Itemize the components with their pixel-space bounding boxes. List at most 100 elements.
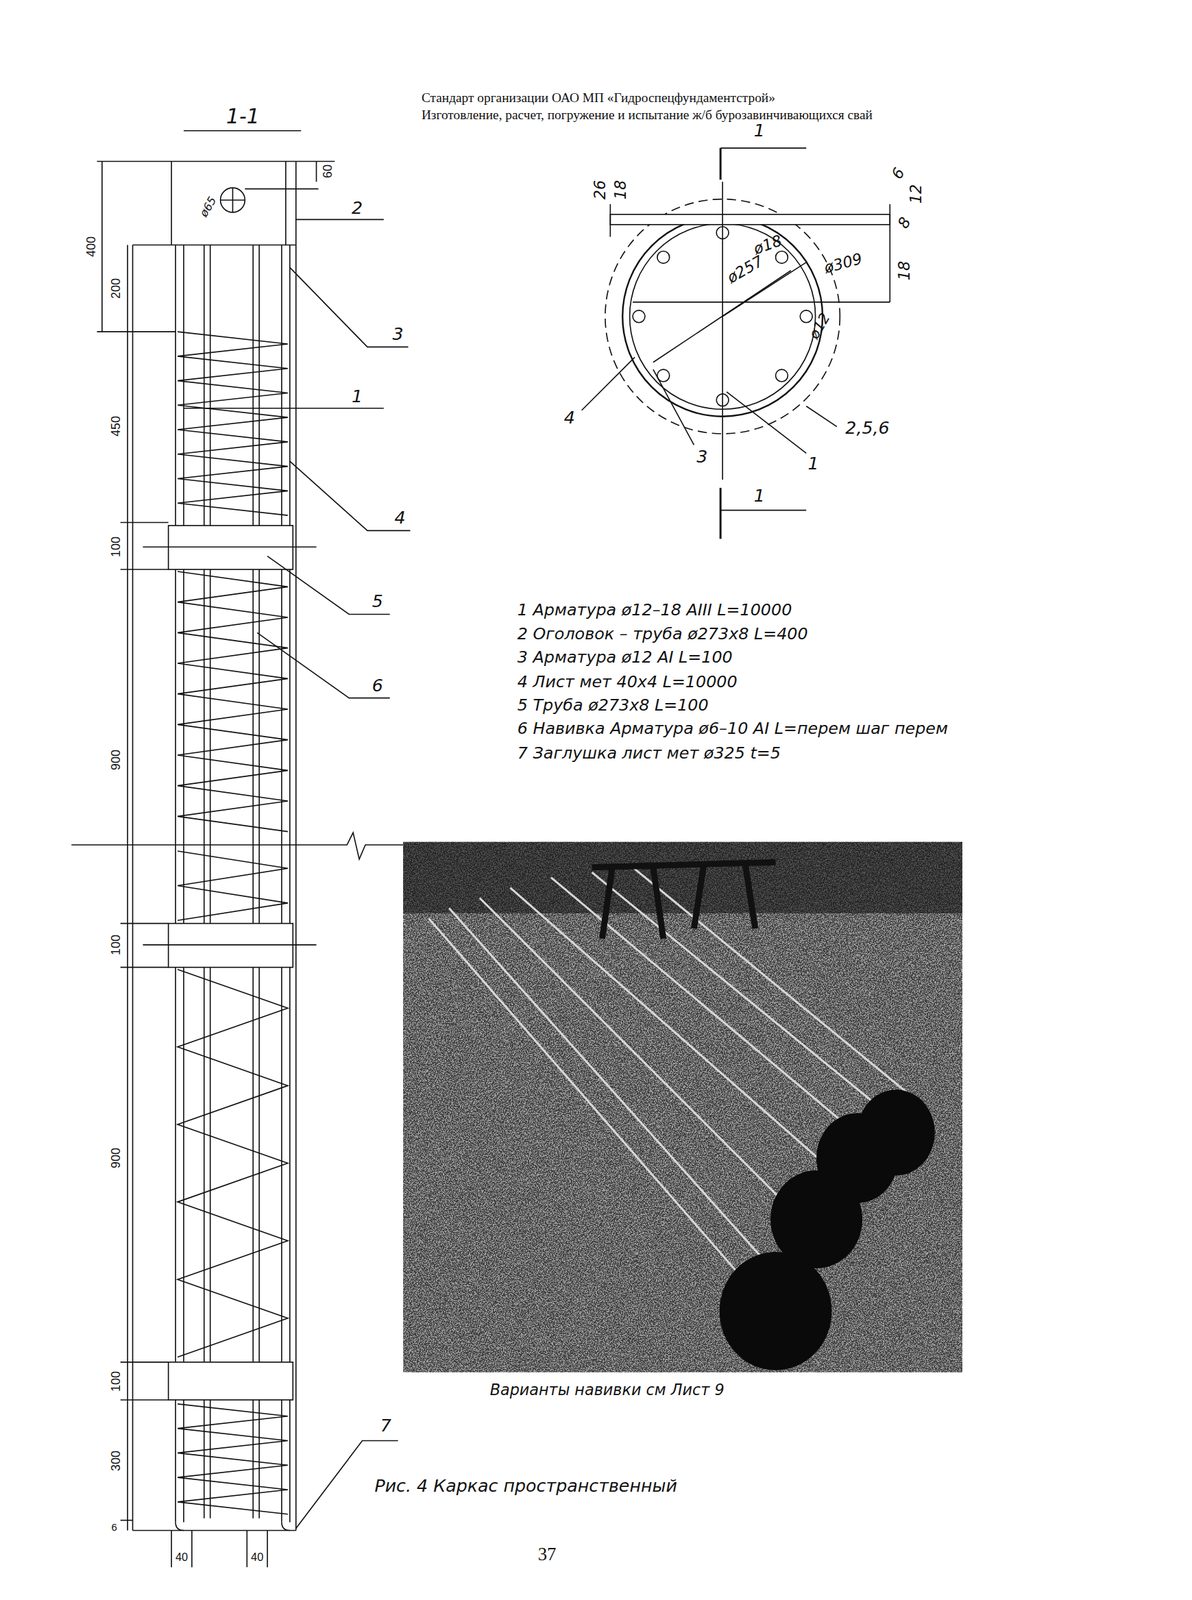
drawing-part bbox=[653, 867, 664, 940]
section-mark bbox=[719, 488, 722, 539]
outline bbox=[132, 1530, 297, 1532]
callout-number: 6 bbox=[372, 676, 384, 696]
callout-number: 4 bbox=[394, 508, 406, 528]
drawing-part bbox=[592, 872, 899, 1123]
rebar bbox=[258, 245, 260, 1519]
leader-line bbox=[296, 219, 384, 221]
dimension-label: 6 bbox=[888, 165, 908, 183]
outline bbox=[295, 161, 297, 1531]
drawing-part bbox=[719, 1252, 833, 1371]
parts-list-line: 3 Арматура ø12 AI L=100 bbox=[517, 648, 733, 667]
callout-number: 1 bbox=[351, 387, 363, 407]
dimension-label: 18 bbox=[612, 180, 630, 200]
dimension-line bbox=[170, 1531, 173, 1569]
dimension-label: 200 bbox=[109, 278, 124, 299]
dimension-line bbox=[96, 331, 176, 333]
drawing-part bbox=[632, 867, 919, 1103]
dimension-line bbox=[244, 188, 319, 190]
callout-number: 4 bbox=[564, 409, 576, 429]
hole bbox=[220, 199, 246, 201]
dimension-label: 40 bbox=[175, 1551, 188, 1564]
rebar-section bbox=[716, 394, 729, 407]
spiral-winding bbox=[177, 571, 288, 833]
photo-ground bbox=[403, 842, 963, 1373]
sawhorse bbox=[592, 862, 776, 940]
dimension-line bbox=[120, 1361, 169, 1364]
figure-caption: Рис. 4 Каркас пространственный bbox=[374, 1477, 678, 1497]
leader-line bbox=[653, 369, 695, 445]
callout-number: 2 bbox=[351, 198, 363, 218]
leader-line bbox=[806, 406, 837, 428]
spiral-winding bbox=[177, 331, 288, 1515]
callout-number: 5 bbox=[372, 592, 384, 613]
head-tube bbox=[170, 161, 173, 245]
spiral-winding bbox=[177, 969, 288, 1358]
end-plates bbox=[719, 1089, 935, 1371]
parts-list-line: 1 Арматура ø12–18 AIII L=10000 bbox=[517, 601, 792, 619]
rebar-section bbox=[775, 369, 789, 382]
leader-line bbox=[726, 392, 807, 454]
photo-grain bbox=[403, 842, 963, 1373]
dimension-line bbox=[315, 161, 318, 182]
rebar-section bbox=[632, 226, 813, 407]
leader-line bbox=[581, 357, 635, 410]
dimension-line bbox=[126, 245, 129, 1532]
dimension-label: 450 bbox=[109, 416, 124, 437]
drawing-part bbox=[551, 878, 868, 1144]
dimension-label: ø65 bbox=[197, 194, 219, 220]
drawing-part bbox=[428, 918, 776, 1317]
head-tube bbox=[285, 161, 287, 245]
rebar bbox=[174, 245, 177, 1524]
dimension-label: 100 bbox=[109, 934, 124, 956]
drawing-part bbox=[509, 888, 847, 1185]
callout-number: 3 bbox=[696, 447, 708, 467]
dimension-label: 400 bbox=[84, 236, 99, 258]
rebar bbox=[183, 245, 185, 1524]
rebar bbox=[209, 245, 212, 1519]
dimension-line bbox=[191, 1531, 193, 1569]
header-text: Стандарт организации ОАО МП «Гидроспецфу… bbox=[421, 90, 776, 105]
cage-rods bbox=[428, 867, 919, 1317]
dimension-label: 6 bbox=[111, 1522, 118, 1534]
dimension-label: 12 bbox=[906, 184, 924, 204]
drawing-part bbox=[745, 862, 756, 929]
dimension-line bbox=[889, 204, 891, 303]
band bbox=[168, 1362, 294, 1401]
note-text: Варианты навивки см Лист 9 bbox=[490, 1381, 725, 1400]
photo-shadow bbox=[403, 842, 963, 914]
leader-line bbox=[183, 407, 384, 410]
callout-number: 7 bbox=[380, 1417, 392, 1437]
parts-list-line: 7 Заглушка лист мет ø325 t=5 bbox=[517, 744, 781, 763]
band-axis bbox=[142, 546, 316, 548]
dimension-label: ø12 bbox=[806, 311, 833, 343]
dimension-line bbox=[120, 522, 169, 524]
dimension-label: ø257 bbox=[723, 252, 766, 286]
dimension-line bbox=[296, 161, 336, 163]
hole bbox=[220, 187, 246, 213]
drawing-part bbox=[448, 908, 796, 1297]
dimension-line bbox=[101, 161, 103, 332]
outline bbox=[132, 245, 134, 1532]
rebar-section bbox=[716, 226, 729, 240]
rebar-section bbox=[632, 310, 646, 323]
section-underline bbox=[183, 130, 301, 132]
band-axis bbox=[142, 944, 316, 946]
parts-list-line: 4 Лист мет 40x4 L=10000 bbox=[517, 672, 738, 691]
dimension-line bbox=[96, 161, 172, 163]
callout-number: 1 bbox=[753, 486, 765, 506]
section-mark bbox=[720, 509, 807, 512]
dimension-label: 60 bbox=[322, 164, 336, 179]
section-mark bbox=[719, 148, 722, 180]
drawing-part bbox=[601, 867, 613, 940]
spiral-winding bbox=[177, 851, 288, 921]
rebar bbox=[252, 245, 254, 1519]
dimension-label: 8 bbox=[894, 213, 914, 231]
callout-number: 1 bbox=[808, 455, 820, 475]
dimension-label: 40 bbox=[250, 1551, 264, 1564]
header-text: Изготовление, расчет, погружение и испыт… bbox=[421, 108, 873, 123]
dimension-line bbox=[266, 1531, 269, 1569]
dimension-line bbox=[120, 1399, 169, 1402]
callout-number: 1 bbox=[753, 121, 765, 141]
